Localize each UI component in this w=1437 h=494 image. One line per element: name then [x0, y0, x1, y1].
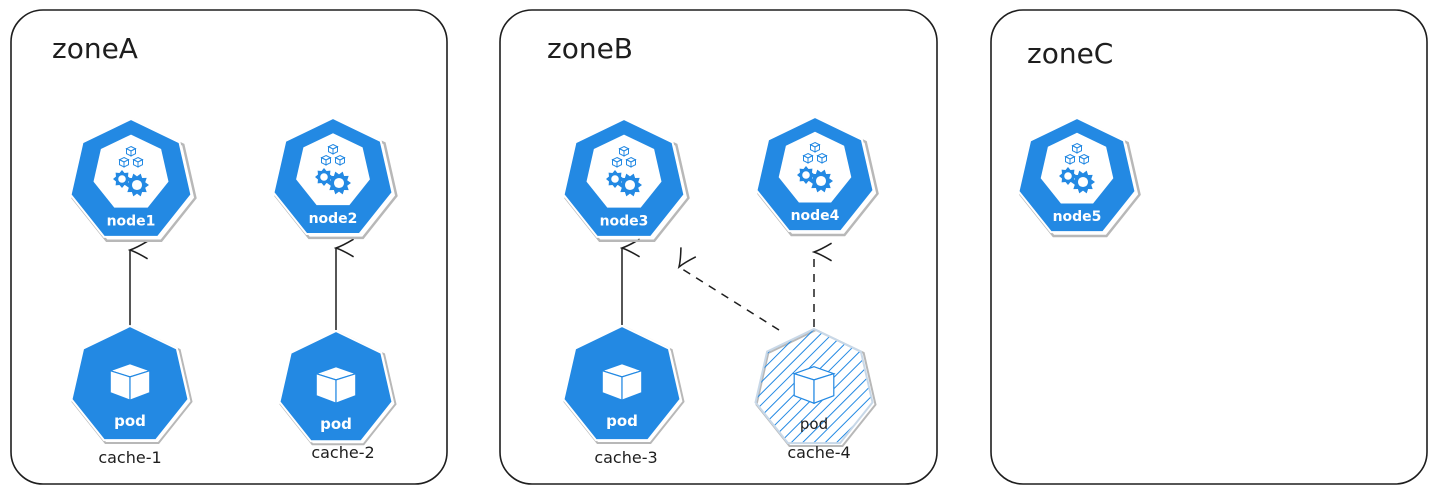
node-label: node2	[309, 211, 358, 227]
edges	[130, 248, 814, 331]
kubernetes-node-icon	[1059, 142, 1095, 194]
node-inner	[586, 134, 662, 208]
zone-c-border	[990, 9, 1428, 485]
zone-b-title: zoneB	[547, 32, 633, 65]
zone-c-title: zoneC	[1027, 37, 1113, 70]
zone-a-border	[10, 9, 448, 485]
kubernetes-node-icon	[315, 143, 351, 195]
zone-a: zoneA	[10, 9, 448, 485]
kubernetes-pod-icon	[314, 366, 358, 405]
pod-name-cache-1: cache-1	[98, 448, 161, 467]
pod-name-cache-4: cache-4	[787, 443, 850, 462]
kubernetes-pod-icon	[600, 363, 644, 402]
node-label: node1	[107, 214, 156, 230]
edge-cache-4-node3-dashed	[679, 267, 780, 331]
node-label: node5	[1053, 209, 1102, 225]
pod-label: pod	[606, 412, 638, 430]
node-node1[interactable]: node1	[69, 117, 197, 243]
node-inner	[1040, 132, 1114, 204]
pods-layer: pod pod pod pod	[70, 324, 877, 447]
pod-name-cache-2: cache-2	[311, 443, 374, 462]
node-inner	[296, 133, 370, 206]
node-inner	[778, 131, 852, 203]
kubernetes-pod-icon	[792, 366, 836, 405]
pod-cache-3[interactable]: pod	[562, 324, 685, 444]
pod-label: pod	[320, 415, 352, 433]
node-label: node4	[791, 208, 840, 224]
pod-cache-4[interactable]: pod	[754, 327, 877, 447]
kubernetes-node-icon	[113, 145, 149, 197]
zone-c: zoneC	[990, 9, 1428, 485]
node-inner	[93, 134, 169, 208]
kubernetes-node-icon	[797, 141, 833, 193]
pod-cache-2[interactable]: pod	[278, 329, 397, 446]
pod-label: pod	[114, 412, 146, 430]
node-node2[interactable]: node2	[272, 116, 398, 240]
kubernetes-pod-icon	[108, 363, 152, 402]
zone-b: zoneB	[499, 9, 938, 485]
pod-name-cache-3: cache-3	[594, 448, 657, 467]
pod-cache-1[interactable]: pod	[70, 324, 193, 444]
pod-label: pod	[800, 415, 828, 433]
node-node4[interactable]: node4	[755, 115, 879, 237]
zone-b-border	[499, 9, 938, 485]
kubernetes-node-icon	[606, 145, 642, 197]
node-node5[interactable]: node5	[1017, 116, 1141, 238]
node-label: node3	[600, 214, 649, 230]
nodes-layer: node1 node2 node3 node4 node5	[69, 115, 1141, 243]
zone-a-title: zoneA	[52, 32, 138, 65]
node-node3[interactable]: node3	[562, 117, 690, 243]
